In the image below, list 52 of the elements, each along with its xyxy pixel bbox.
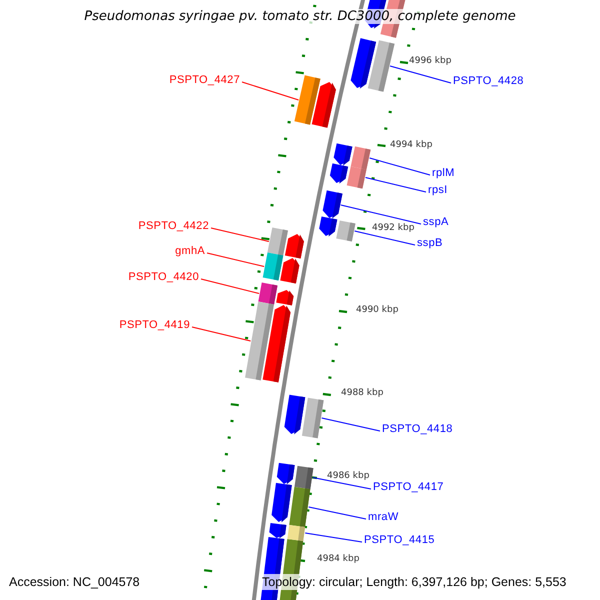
- gene-block: [346, 166, 366, 189]
- gene-block: [336, 220, 356, 242]
- leader-line: [340, 204, 422, 224]
- gene-block: [267, 227, 288, 256]
- scale-label: 4992 kbp: [372, 223, 414, 234]
- gene-label: rpsI: [428, 184, 448, 197]
- gene-block: [350, 146, 371, 170]
- map-title: Pseudomonas syringae pv. tomato str. DC3000, complete genome: [84, 9, 516, 24]
- gene-label: sspB: [417, 237, 443, 250]
- gene-block: [245, 302, 274, 380]
- gene-block: [322, 190, 342, 219]
- leader-line: [390, 66, 452, 84]
- scale-label: 4994 kbp: [390, 140, 432, 151]
- gene-block: [368, 40, 395, 92]
- gene-block: [302, 398, 324, 438]
- gene-label: gmhA: [175, 245, 205, 258]
- leader-line: [192, 326, 252, 342]
- gene-label: sspA: [423, 216, 449, 229]
- leader-line: [304, 532, 362, 542]
- gene-label: rplM: [432, 167, 455, 180]
- gene-block: [294, 466, 314, 490]
- gene-block: [287, 524, 306, 542]
- gene-block: [289, 486, 310, 528]
- leader-line: [200, 278, 260, 294]
- leader-line: [210, 228, 270, 242]
- scale-label: 4984 kbp: [317, 554, 360, 565]
- map-info-text: Topology: circular; Length: 6,397,126 bp; Genes: 5,553: [262, 574, 566, 590]
- leader-line: [312, 477, 372, 490]
- leader-line: [354, 230, 416, 246]
- gene-label: mraW: [368, 511, 399, 524]
- gene-label: PSPTO_4415: [364, 534, 435, 547]
- gene-block: [294, 75, 320, 125]
- scale-label: 4986 kbp: [327, 471, 370, 482]
- leader-line: [321, 418, 380, 432]
- leader-line: [206, 252, 265, 267]
- scale-label: 4996 kbp: [409, 56, 452, 67]
- gene-label: PSPTO_4417: [373, 481, 444, 494]
- scale-label: 4988 kbp: [341, 388, 384, 399]
- gene-label: PSPTO_4419: [119, 319, 190, 332]
- map-info-text: Accession: NC_004578: [9, 574, 140, 590]
- gene-label: PSPTO_4420: [128, 271, 199, 284]
- scale-label: 4990 kbp: [356, 305, 398, 316]
- gene-label: PSPTO_4418: [382, 423, 453, 436]
- gene-label: PSPTO_4422: [138, 220, 209, 233]
- gene-label: PSPTO_4427: [169, 74, 240, 87]
- gene-block: [262, 252, 284, 280]
- leader-line: [308, 506, 366, 520]
- leader-line: [365, 177, 426, 192]
- leader-line: [369, 158, 430, 176]
- gene-label: PSPTO_4428: [453, 75, 524, 88]
- gene-block: [258, 282, 278, 304]
- leader-line: [242, 82, 300, 100]
